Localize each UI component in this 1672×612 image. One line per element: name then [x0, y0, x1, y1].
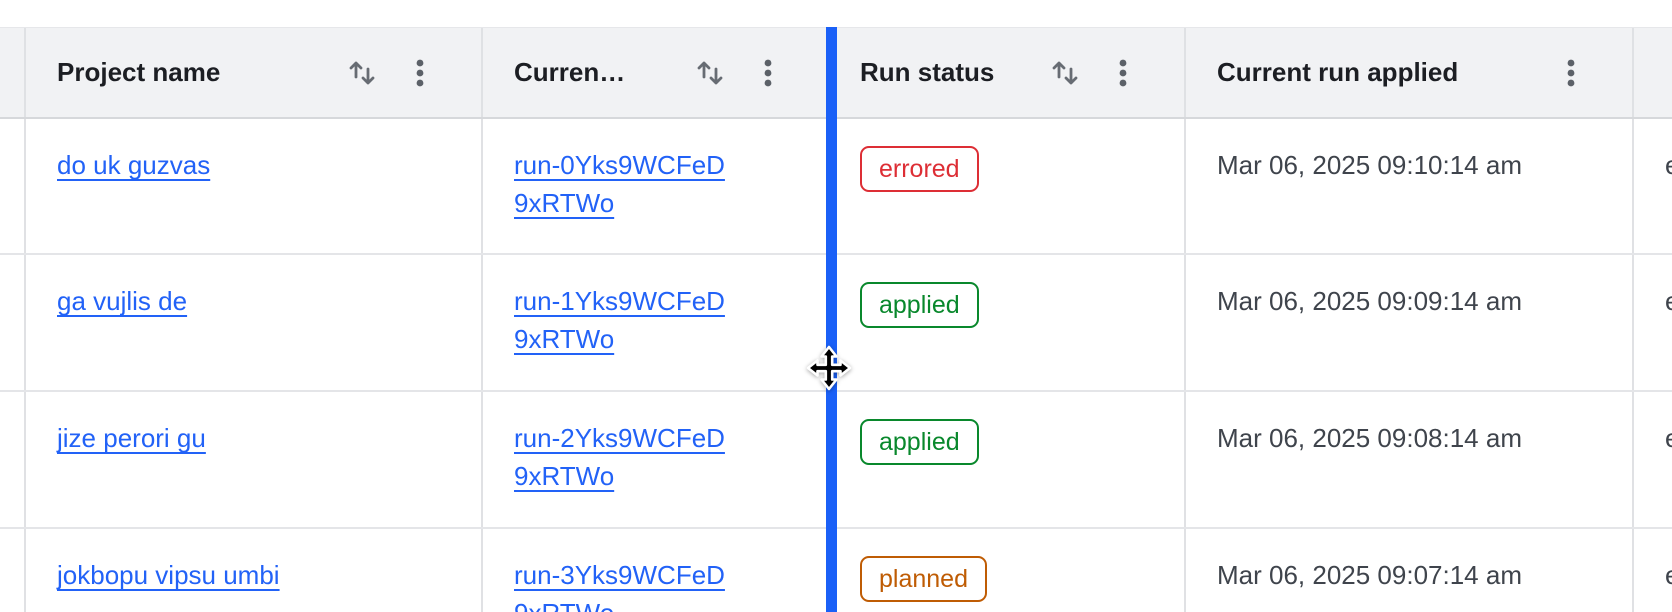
column-header-label: Curren…	[514, 57, 626, 87]
project-name-cell: ga vujlis de	[26, 255, 483, 390]
current-run-cell: run-1Yks9WCFeD9xRTWo	[483, 255, 829, 390]
kebab-menu-icon[interactable]	[1554, 56, 1588, 90]
current-run-applied-cell: Mar 06, 2025 09:07:14 am	[1186, 529, 1634, 612]
table-row: ga vujlis de run-1Yks9WCFeD9xRTWo applie…	[0, 255, 1672, 392]
applied-timestamp: Mar 06, 2025 09:09:14 am	[1217, 286, 1522, 316]
project-link[interactable]: jize perori gu	[57, 423, 206, 453]
kebab-menu-icon[interactable]	[751, 56, 785, 90]
run-status-badge: applied	[860, 282, 979, 328]
project-link[interactable]: ga vujlis de	[57, 286, 188, 316]
current-run-cell: run-2Yks9WCFeD9xRTWo	[483, 392, 829, 527]
run-status-cell: planned	[829, 529, 1186, 612]
run-status-cell: applied	[829, 255, 1186, 390]
column-header-project-name: Project name	[26, 28, 483, 117]
sort-icon[interactable]	[345, 56, 379, 90]
project-name-cell: do uk guzvas	[26, 119, 483, 253]
sort-icon[interactable]	[693, 56, 727, 90]
overflow-cell: e	[1634, 529, 1672, 612]
applied-timestamp: Mar 06, 2025 09:10:14 am	[1217, 150, 1522, 180]
current-run-cell: run-0Yks9WCFeD9xRTWo	[483, 119, 829, 253]
header-stub-cell	[0, 28, 26, 117]
row-stub-cell	[0, 392, 26, 527]
column-header-current-run: Curren…	[483, 28, 829, 117]
kebab-menu-icon[interactable]	[403, 56, 437, 90]
overflow-text-fragment: e	[1665, 560, 1672, 590]
row-stub-cell	[0, 255, 26, 390]
run-link[interactable]: run-0Yks9WCFeD9xRTWo	[514, 150, 725, 218]
overflow-cell: e	[1634, 392, 1672, 527]
run-status-badge: planned	[860, 556, 987, 602]
current-run-applied-cell: Mar 06, 2025 09:10:14 am	[1186, 119, 1634, 253]
overflow-cell: e	[1634, 119, 1672, 253]
run-status-badge: applied	[860, 419, 979, 465]
run-link[interactable]: run-1Yks9WCFeD9xRTWo	[514, 286, 725, 354]
column-header-run-status: Run status	[829, 28, 1186, 117]
column-header-label: Project name	[57, 57, 221, 87]
overflow-cell: e	[1634, 255, 1672, 390]
current-run-cell: run-3Yks9WCFeD9xRTWo	[483, 529, 829, 612]
column-header-overflow: V	[1634, 28, 1672, 117]
sort-icon[interactable]	[1048, 56, 1082, 90]
overflow-text-fragment: e	[1665, 423, 1672, 453]
column-header-current-run-applied: Current run applied	[1186, 28, 1634, 117]
project-name-cell: jokbopu vipsu umbi	[26, 529, 483, 612]
overflow-text-fragment: e	[1665, 286, 1672, 316]
overflow-text-fragment: e	[1665, 150, 1672, 180]
run-link[interactable]: run-3Yks9WCFeD9xRTWo	[514, 560, 725, 612]
run-link[interactable]: run-2Yks9WCFeD9xRTWo	[514, 423, 725, 491]
project-name-cell: jize perori gu	[26, 392, 483, 527]
row-stub-cell	[0, 119, 26, 253]
column-header-label: Run status	[860, 57, 995, 87]
current-run-applied-cell: Mar 06, 2025 09:08:14 am	[1186, 392, 1634, 527]
applied-timestamp: Mar 06, 2025 09:07:14 am	[1217, 560, 1522, 590]
run-status-cell: errored	[829, 119, 1186, 253]
project-link[interactable]: do uk guzvas	[57, 150, 211, 180]
current-run-applied-cell: Mar 06, 2025 09:09:14 am	[1186, 255, 1634, 390]
run-status-cell: applied	[829, 392, 1186, 527]
project-link[interactable]: jokbopu vipsu umbi	[57, 560, 280, 590]
run-status-badge: errored	[860, 146, 979, 192]
column-header-label: Current run applied	[1217, 57, 1459, 87]
table-row: jokbopu vipsu umbi run-3Yks9WCFeD9xRTWo …	[0, 529, 1672, 612]
row-stub-cell	[0, 529, 26, 612]
kebab-menu-icon[interactable]	[1106, 56, 1140, 90]
applied-timestamp: Mar 06, 2025 09:08:14 am	[1217, 423, 1522, 453]
column-resize-indicator[interactable]	[826, 27, 837, 612]
